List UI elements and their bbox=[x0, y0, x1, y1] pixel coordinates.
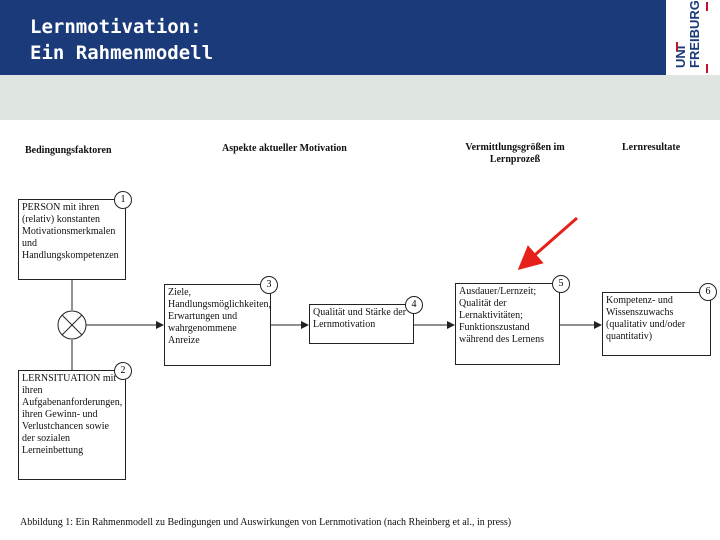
step-number-3: 3 bbox=[260, 276, 278, 294]
column-header-aspekte: Aspekte aktueller Motivation bbox=[222, 143, 347, 154]
logo-red-mark bbox=[706, 2, 708, 11]
highlight-arrow bbox=[517, 216, 578, 270]
logo-red-mark bbox=[676, 42, 678, 51]
subheader-band bbox=[0, 75, 720, 120]
step-number-2: 2 bbox=[114, 362, 132, 380]
box-person: PERSON mit ihren (relativ) konstanten Mo… bbox=[18, 199, 126, 280]
figure-caption: Abbildung 1: Ein Rahmenmodell zu Bedingu… bbox=[20, 517, 512, 528]
step-number-6: 6 bbox=[699, 283, 717, 301]
box-ziele: Ziele, Handlungsmöglichkeiten, Erwartung… bbox=[164, 284, 271, 366]
combine-node-cross bbox=[61, 314, 83, 336]
step-number-4: 4 bbox=[405, 296, 423, 314]
university-logo: UNI FREIBURG bbox=[666, 0, 720, 75]
column-header-vermittlungsgroessen: Vermittlungsgrößen im Lernprozeß bbox=[465, 142, 565, 165]
column-header-bedingungsfaktoren: Bedingungsfaktoren bbox=[25, 145, 112, 156]
box-ausdauer: Ausdauer/Lernzeit; Qualität der Lernakti… bbox=[455, 283, 560, 365]
title-line-2: Ein Rahmenmodell bbox=[30, 42, 214, 64]
box-qualitaet: Qualität und Stärke der Lernmotivation bbox=[309, 304, 414, 344]
slide-title: Lernmotivation: Ein Rahmenmodell bbox=[30, 14, 213, 66]
step-number-1: 1 bbox=[114, 191, 132, 209]
logo-red-mark bbox=[706, 64, 708, 73]
slide-header: Lernmotivation: Ein Rahmenmodell UNI FRE… bbox=[0, 0, 720, 75]
title-line-1: Lernmotivation: bbox=[30, 16, 202, 38]
column-header-lernresultate: Lernresultate bbox=[622, 142, 681, 153]
step-number-5: 5 bbox=[552, 275, 570, 293]
box-lernsituation: LERNSITUATION mit ihren Aufgabenanforder… bbox=[18, 370, 126, 480]
box-kompetenz: Kompetenz- und Wissenszuwachs (qualitati… bbox=[602, 292, 711, 356]
